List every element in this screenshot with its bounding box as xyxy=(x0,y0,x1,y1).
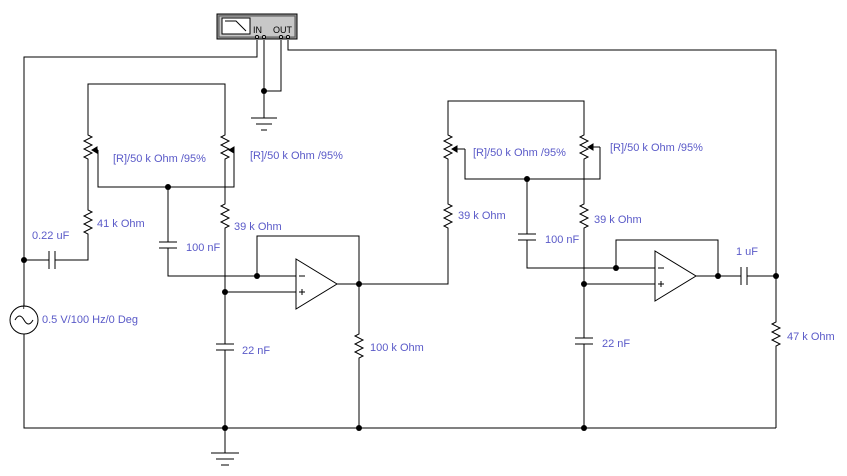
resistor-39k-2[interactable] xyxy=(442,200,454,232)
label-source: 0.5 V/100 Hz/0 Deg xyxy=(42,314,139,326)
capacitor-output[interactable] xyxy=(740,267,748,285)
label-res-47k: 47 k Ohm xyxy=(787,331,835,343)
resistor-39k-1[interactable] xyxy=(219,200,231,232)
label-pot-2: [R]/50 k Ohm /95% xyxy=(250,150,343,162)
ac-source[interactable]: + xyxy=(9,302,39,335)
capacitor-100n-1[interactable] xyxy=(159,241,177,249)
capacitor-22n-1[interactable] xyxy=(216,343,234,351)
ground-icon xyxy=(211,452,239,466)
label-cap-output: 1 uF xyxy=(736,246,759,258)
label-res-41k: 41 k Ohm xyxy=(97,218,145,230)
capacitor-22n-2[interactable] xyxy=(575,337,593,345)
label-res-39k-1: 39 k Ohm xyxy=(234,221,282,233)
label-cap-input: 0.22 uF xyxy=(32,230,70,242)
opamp-2[interactable] xyxy=(654,250,697,302)
label-cap-100n-2: 100 nF xyxy=(545,234,580,246)
resistor-39k-3[interactable] xyxy=(578,200,590,232)
label-cap-22n-1: 22 nF xyxy=(242,345,271,357)
svg-text:+: + xyxy=(20,302,28,312)
bode-plotter[interactable] xyxy=(216,13,298,40)
bode-out-label: OUT xyxy=(273,25,292,35)
opamp-1[interactable] xyxy=(295,258,338,310)
label-pot-1: [R]/50 k Ohm /95% xyxy=(113,153,206,165)
resistor-41k[interactable] xyxy=(82,206,94,238)
potentiometer-3[interactable] xyxy=(442,131,465,163)
label-res-39k-3: 39 k Ohm xyxy=(594,214,642,226)
bode-plotter-icon xyxy=(221,17,251,35)
resistor-47k[interactable] xyxy=(770,318,782,350)
capacitor-input[interactable] xyxy=(48,251,56,269)
label-res-100k: 100 k Ohm xyxy=(370,342,424,354)
label-cap-100n-1: 100 nF xyxy=(186,242,221,254)
label-pot-3: [R]/50 k Ohm /95% xyxy=(473,147,566,159)
label-pot-4: [R]/50 k Ohm /95% xyxy=(610,142,703,154)
potentiometer-1[interactable] xyxy=(82,131,98,163)
label-res-39k-2: 39 k Ohm xyxy=(458,210,506,222)
potentiometer-4[interactable] xyxy=(578,131,600,163)
bode-in-label: IN xyxy=(253,25,262,35)
ground-icon xyxy=(251,117,277,131)
junction-dots xyxy=(21,88,779,431)
capacitor-100n-2[interactable] xyxy=(518,233,536,241)
resistor-100k[interactable] xyxy=(353,330,365,362)
label-cap-22n-2: 22 nF xyxy=(602,338,631,350)
potentiometer-2[interactable] xyxy=(219,131,235,163)
